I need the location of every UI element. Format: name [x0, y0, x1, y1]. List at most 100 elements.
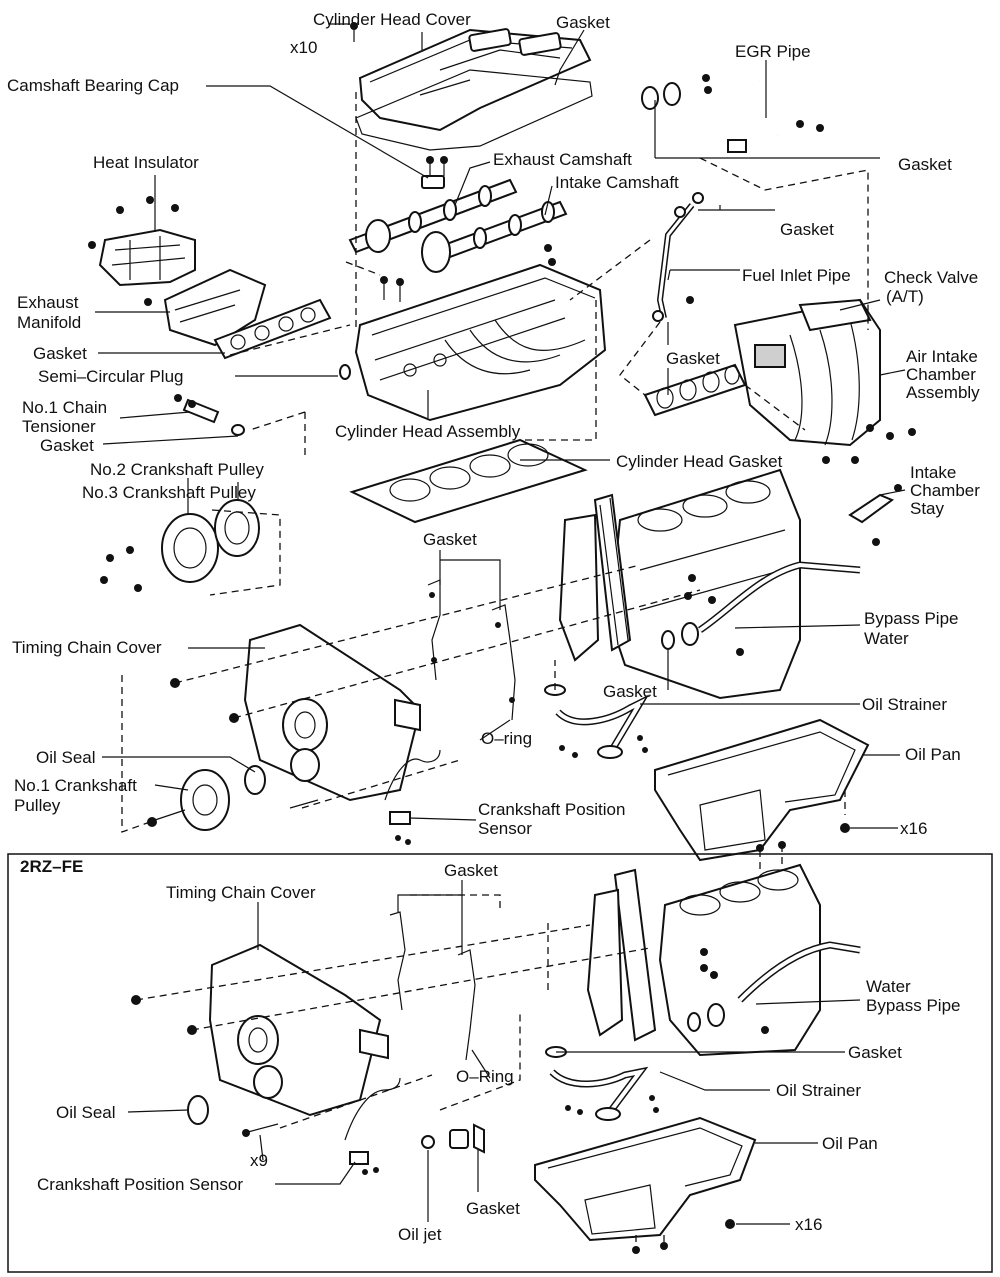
- inset-oil-seal: [187, 1095, 209, 1125]
- labels: Cylinder Head Cover Gasket x10 EGR Pipe …: [7, 10, 980, 1244]
- alignment-lines: [121, 92, 869, 870]
- label-no1-crankshaft-pulley-2: Pulley: [14, 796, 61, 815]
- cylinder-head-cover: [358, 28, 592, 132]
- label-inset-timing-chain-cover: Timing Chain Cover: [166, 883, 316, 902]
- label-egr-gasket: Gasket: [898, 155, 952, 174]
- label-chain-tensioner-1: No.1 Chain: [22, 398, 107, 417]
- fuel-inlet-pipe: [652, 192, 704, 322]
- label-oil-strainer: Oil Strainer: [862, 695, 947, 714]
- label-intake-stay-3: Stay: [910, 499, 945, 518]
- label-air-intake-2: Chamber: [906, 365, 976, 384]
- label-crank-position-sensor-2: Sensor: [478, 819, 532, 838]
- label-inset-water-bypass-1: Water: [866, 977, 911, 996]
- label-inset-x9: x9: [250, 1151, 268, 1170]
- label-inset-water-bypass-2: Bypass Pipe: [866, 996, 961, 1015]
- label-timing-chain-cover: Timing Chain Cover: [12, 638, 162, 657]
- no1-crankshaft-pulley: [147, 769, 319, 831]
- label-chain-cover-gasket: Gasket: [423, 530, 477, 549]
- label-inset-o-ring: O–Ring: [456, 1067, 514, 1086]
- label-head-cover-gasket: Gasket: [556, 13, 610, 32]
- intake-camshaft: [421, 200, 568, 273]
- label-semi-circular-plug: Semi–Circular Plug: [38, 367, 184, 386]
- no1-chain-tensioner: [174, 394, 245, 436]
- head-cover-bolt-icon: [350, 22, 358, 42]
- timing-chain-cover: [170, 623, 422, 802]
- label-inset-oil-jet: Oil jet: [398, 1225, 442, 1244]
- inset-leader-lines: [127, 880, 861, 1225]
- oil-seal: [244, 765, 266, 795]
- label-exhaust-manifold-1: Exhaust: [17, 293, 79, 312]
- water-bypass-pipe: [661, 561, 861, 656]
- label-exhaust-manifold-2: Manifold: [17, 313, 81, 332]
- inset-crankshaft-position-sensor: [344, 1077, 401, 1175]
- label-air-intake-1: Air Intake: [906, 347, 978, 366]
- label-no1-crankshaft-pulley-1: No.1 Crankshaft: [14, 776, 137, 795]
- label-no2-crankshaft-pulley: No.2 Crankshaft Pulley: [90, 460, 264, 479]
- label-inset-title: 2RZ–FE: [20, 857, 83, 876]
- inset-timing-cover-gasket: [389, 911, 476, 1061]
- label-inset-oil-strainer: Oil Strainer: [776, 1081, 861, 1100]
- label-bypass-gasket: Gasket: [603, 682, 657, 701]
- label-bypass-pipe-2: Water: [864, 629, 909, 648]
- label-bypass-pipe-1: Bypass Pipe: [864, 609, 959, 628]
- intake-manifold-gasket: [643, 363, 747, 417]
- heat-insulator: [88, 196, 196, 287]
- label-exhaust-gasket: Gasket: [33, 344, 87, 363]
- inset-engine-block: [586, 863, 861, 1057]
- engine-block: [558, 468, 801, 700]
- exhaust-manifold: [144, 268, 267, 347]
- head-cover-gasket: [355, 69, 593, 151]
- label-no3-crankshaft-pulley: No.3 Crankshaft Pulley: [82, 483, 256, 502]
- label-intake-gasket: Gasket: [666, 349, 720, 368]
- label-inset-gasket-top: Gasket: [444, 861, 498, 880]
- oil-pan: [654, 718, 870, 862]
- inset-oil-strainer: [545, 1046, 659, 1121]
- leader-lines: [95, 23, 906, 829]
- label-oil-pan: Oil Pan: [905, 745, 961, 764]
- inset-2rz-fe-box: [7, 853, 993, 1273]
- inset-oil-jet: [421, 1123, 485, 1154]
- label-inset-crank-position-sensor: Crankshaft Position Sensor: [37, 1175, 243, 1194]
- inset-timing-chain-cover: [131, 943, 389, 1117]
- inset-oil-pan: [534, 1116, 757, 1254]
- cylinder-head-gasket: [349, 438, 588, 524]
- label-x10: x10: [290, 38, 317, 57]
- air-intake-chamber-assembly: [733, 298, 916, 464]
- label-camshaft-bearing-cap: Camshaft Bearing Cap: [7, 76, 179, 95]
- label-inset-x16: x16: [795, 1215, 822, 1234]
- exhaust-manifold-gasket: [213, 298, 332, 360]
- label-intake-stay-2: Chamber: [910, 481, 980, 500]
- label-tensioner-gasket: Gasket: [40, 436, 94, 455]
- label-inset-strainer-gasket: Gasket: [848, 1043, 902, 1062]
- label-egr-pipe: EGR Pipe: [735, 42, 811, 61]
- label-x16-top: x16: [900, 819, 927, 838]
- label-intake-camshaft: Intake Camshaft: [555, 173, 679, 192]
- label-cylinder-head-assembly: Cylinder Head Assembly: [335, 422, 521, 441]
- label-o-ring: O–ring: [481, 729, 532, 748]
- timing-chain-cover-gasket: [427, 579, 516, 721]
- label-oil-seal: Oil Seal: [36, 748, 96, 767]
- semi-circular-plug: [339, 364, 351, 380]
- cylinder-head-assembly: [354, 263, 607, 422]
- label-intake-stay-1: Intake: [910, 463, 956, 482]
- label-inset-jet-gasket: Gasket: [466, 1199, 520, 1218]
- label-exhaust-camshaft: Exhaust Camshaft: [493, 150, 632, 169]
- label-cylinder-head-gasket: Cylinder Head Gasket: [616, 452, 783, 471]
- label-fuel-inlet-pipe: Fuel Inlet Pipe: [742, 266, 851, 285]
- camshaft-bearing-cap: [421, 156, 448, 189]
- label-inset-oil-pan: Oil Pan: [822, 1134, 878, 1153]
- label-fuel-gasket: Gasket: [780, 220, 834, 239]
- label-heat-insulator: Heat Insulator: [93, 153, 199, 172]
- label-inset-oil-seal: Oil Seal: [56, 1103, 116, 1122]
- intake-chamber-stay: [848, 484, 902, 546]
- label-chain-tensioner-2: Tensioner: [22, 417, 96, 436]
- label-crank-position-sensor-1: Crankshaft Position: [478, 800, 625, 819]
- no2-no3-crankshaft-pulley: [100, 499, 260, 592]
- label-check-valve-2: (A/T): [886, 287, 924, 306]
- inset-cover-bolt-icon: [247, 1123, 279, 1133]
- label-cylinder-head-cover: Cylinder Head Cover: [313, 10, 471, 29]
- label-air-intake-3: Assembly: [906, 383, 980, 402]
- egr-pipe: [641, 74, 824, 153]
- label-check-valve-1: Check Valve: [884, 268, 978, 287]
